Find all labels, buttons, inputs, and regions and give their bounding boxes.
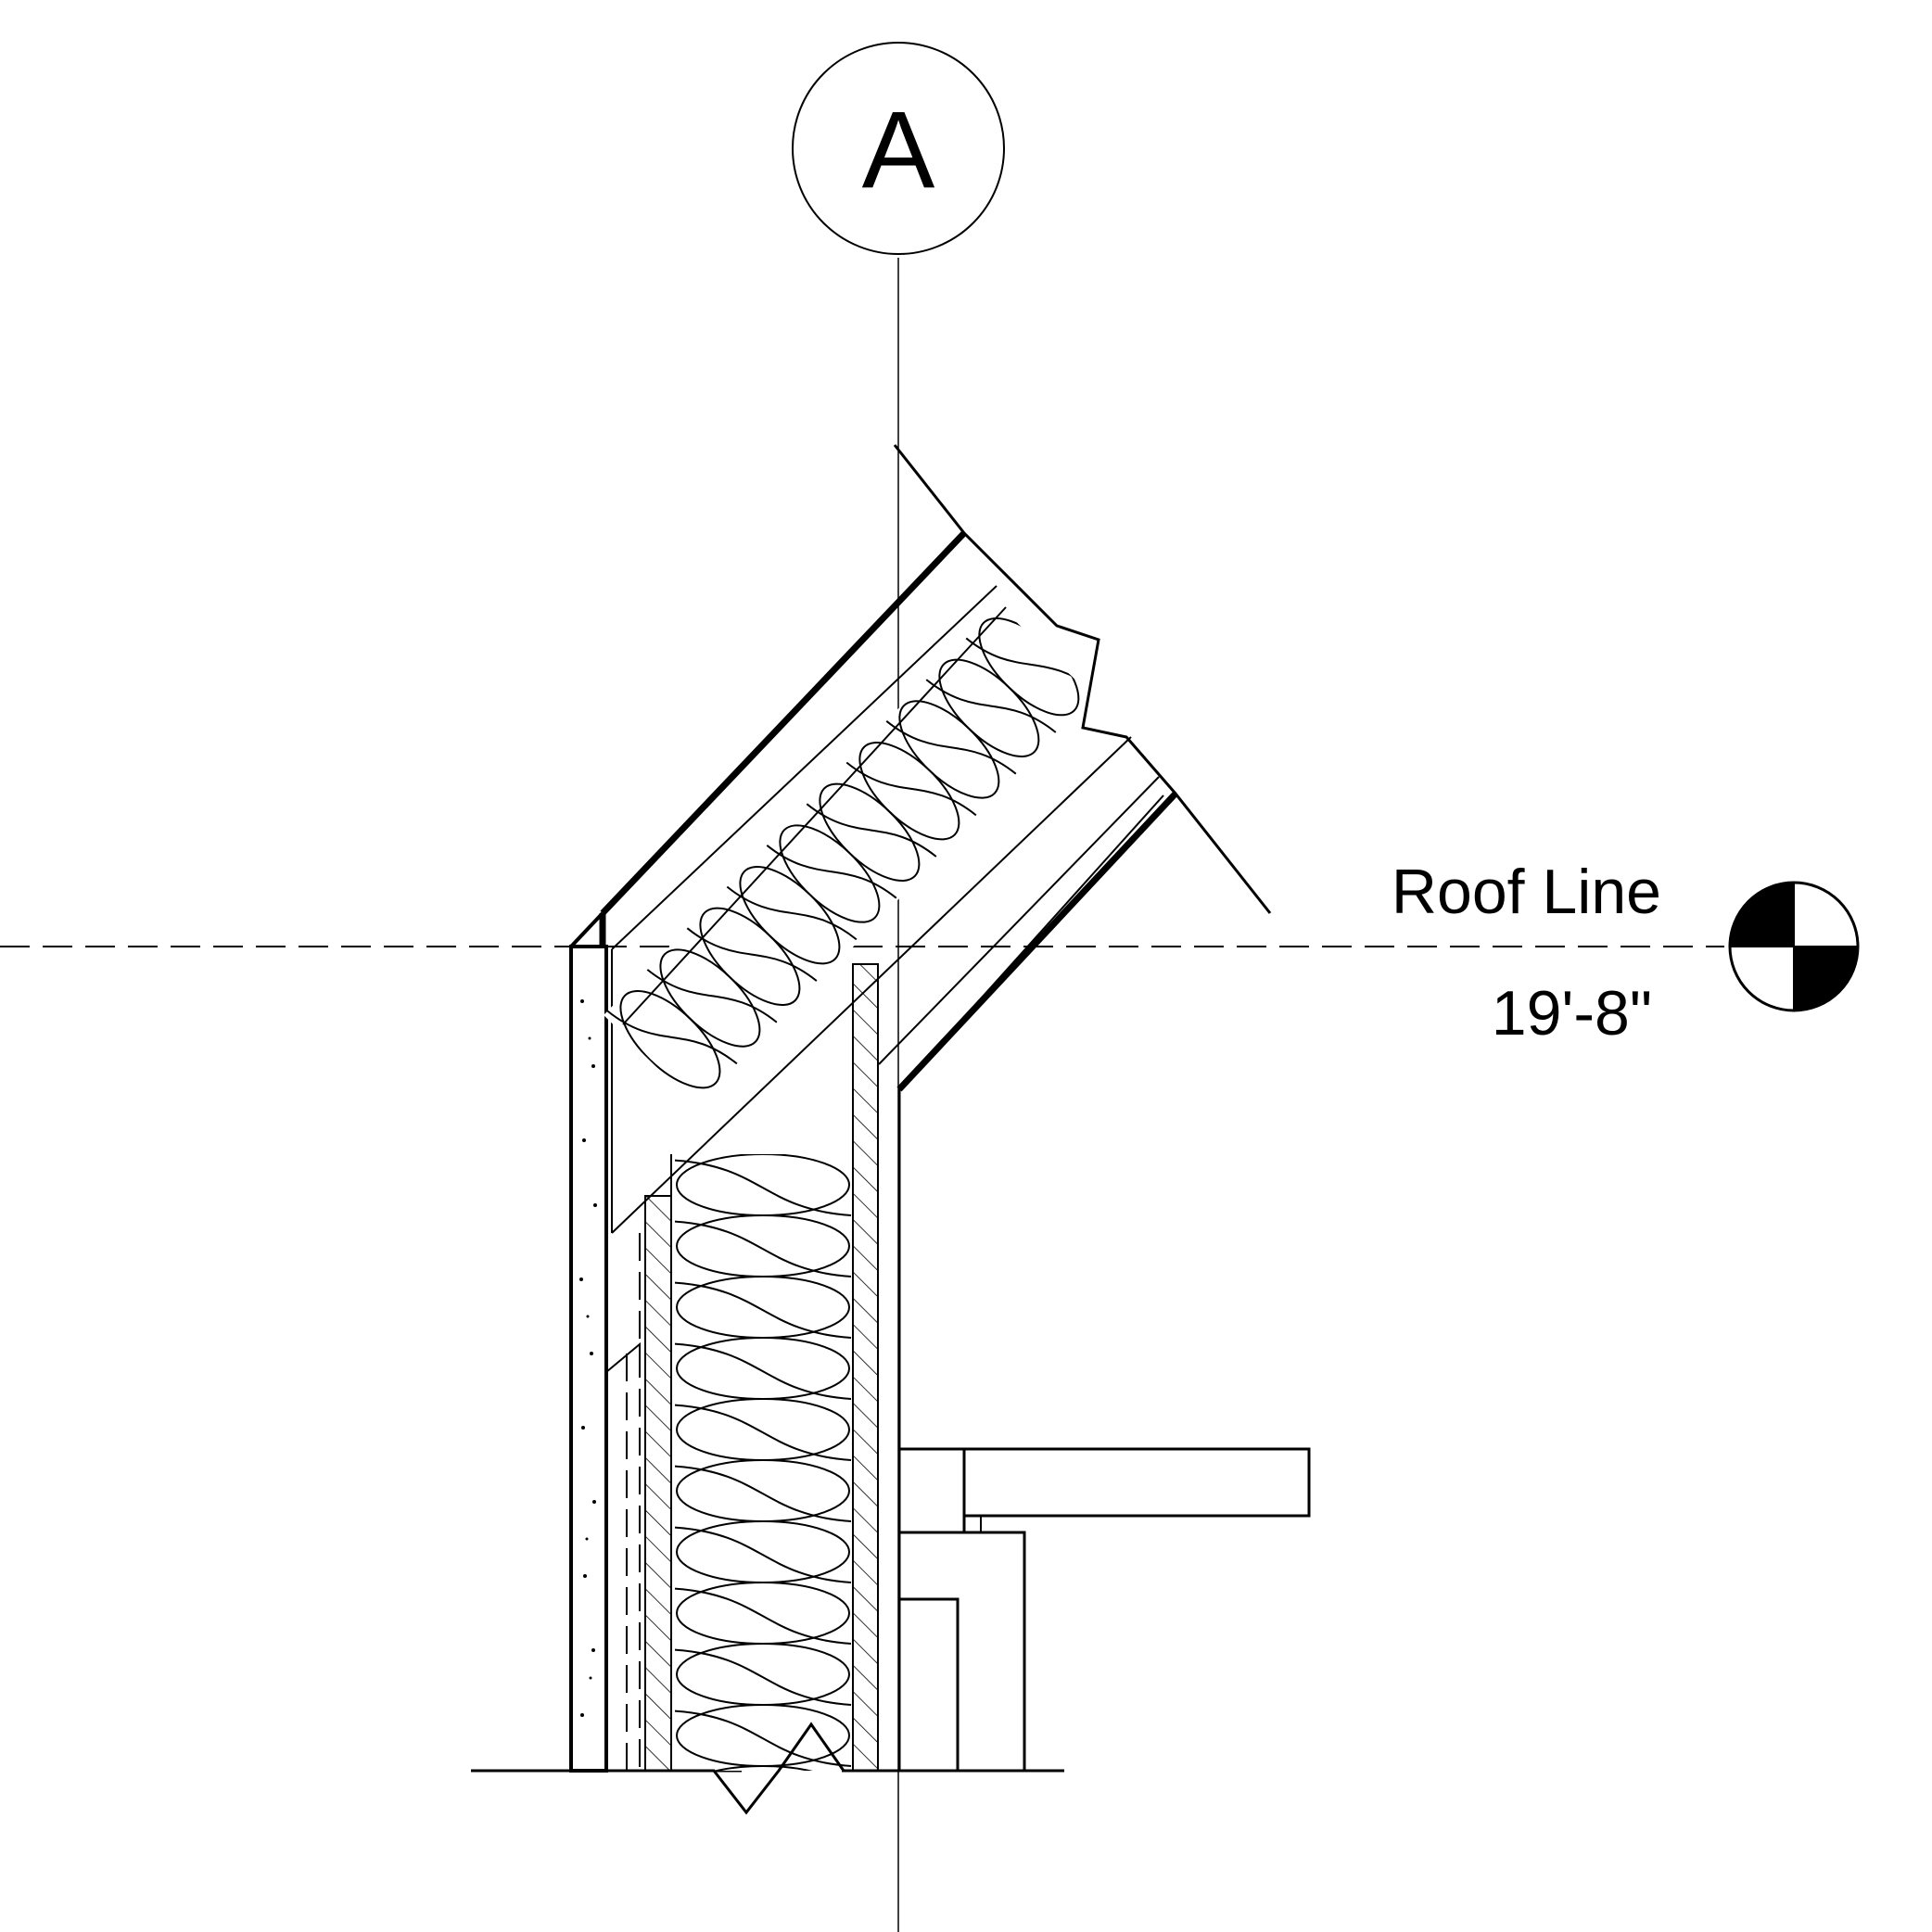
batt-twist — [806, 803, 937, 858]
exterior-sheathing — [644, 1195, 672, 1772]
batt-twist — [674, 1465, 852, 1522]
interior-drywall — [852, 963, 879, 1772]
roof-break-symbol — [893, 444, 1272, 914]
wall-assembly — [569, 945, 901, 1827]
batt-twist — [925, 679, 1057, 733]
trim-board — [897, 1597, 960, 1773]
batt-twist — [675, 1773, 851, 1827]
batt-twist — [845, 761, 977, 817]
batt-twist — [674, 1526, 852, 1583]
batt-twist — [674, 1220, 852, 1277]
floor-joist — [962, 1447, 1311, 1518]
grid-bubble: A — [792, 42, 1005, 255]
rim-block — [897, 1447, 966, 1534]
batt-twist — [885, 720, 1017, 775]
roof-assembly — [569, 444, 1272, 1234]
batt-twist — [686, 927, 818, 982]
batt-loop — [713, 1765, 813, 1771]
level-target-icon — [1728, 881, 1860, 1012]
level-name: Roof Line — [1392, 857, 1661, 927]
cladding-texture — [579, 999, 597, 1717]
roof-batt-insulation — [604, 604, 1092, 1109]
batt-twist — [674, 1710, 852, 1767]
exterior-cladding — [569, 945, 608, 1773]
top-plate — [897, 1531, 1026, 1773]
batt-twist — [726, 885, 858, 941]
batt-twist — [674, 1281, 852, 1339]
batt-twist — [674, 1648, 852, 1706]
grid-bubble-label: A — [862, 89, 935, 211]
batt-twist — [646, 969, 778, 1023]
wall-batt-insulation — [672, 1154, 853, 1827]
roof-membrane — [600, 530, 967, 916]
level-marker: Roof Line 19'-8" — [1392, 857, 1860, 1049]
level-elevation: 19'-8" — [1492, 978, 1652, 1049]
batt-twist — [766, 845, 897, 899]
batt-twist — [674, 1587, 852, 1645]
wall-break-symbol — [672, 1722, 853, 1815]
floor-framing — [897, 1447, 1311, 1773]
batt-twist — [674, 1159, 852, 1216]
batt-twist — [674, 1404, 852, 1461]
batt-twist — [674, 1342, 852, 1400]
